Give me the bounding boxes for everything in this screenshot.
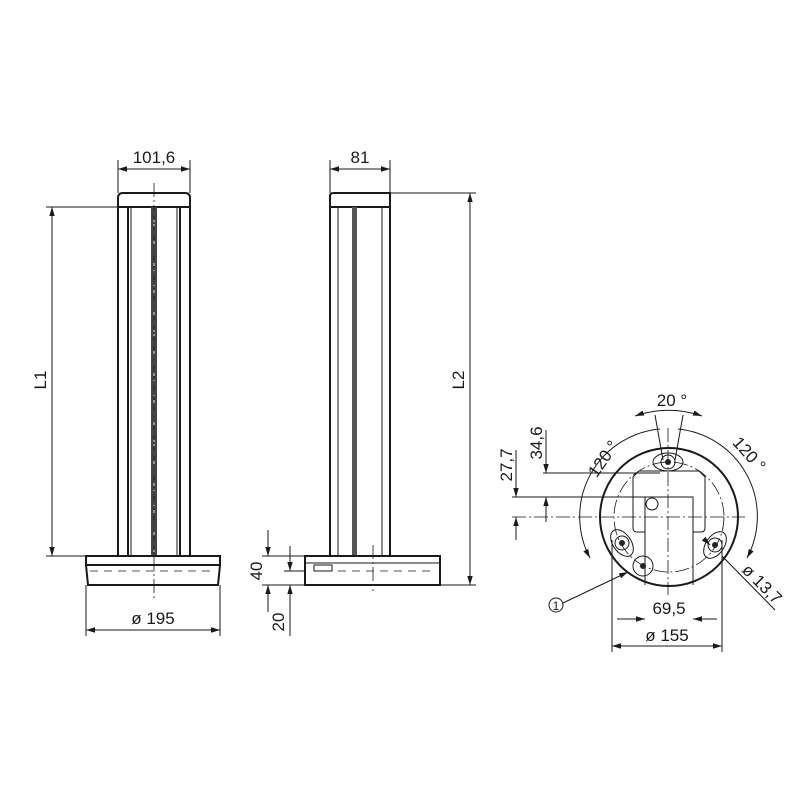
front-view: 101,6 L1 ø 195: [31, 148, 221, 636]
slot-width-label: 69,5: [652, 599, 685, 618]
bottom-view: 20 ° 120 ° 120 ° 34,6 27,7 69,5 ø 155 ø …: [497, 391, 786, 652]
callout-marker: [548, 597, 564, 613]
angle-top-label: 20 °: [657, 391, 687, 410]
side-view: 81 L2 40 20: [247, 148, 476, 636]
offset-27-7-label: 27,7: [497, 448, 516, 481]
side-length-label: L2: [449, 371, 468, 390]
base-diameter-label: ø 195: [131, 609, 174, 628]
side-width-label: 81: [351, 148, 370, 167]
hole-diameter-label: ø 13,7: [738, 560, 786, 608]
angle-left-label: 120 °: [584, 437, 622, 481]
hole-circle-label: ø 155: [645, 626, 688, 645]
callout-label: 1: [553, 599, 560, 613]
base-plate-label: 20: [269, 613, 288, 632]
angle-right-label: 120 °: [729, 433, 770, 475]
screw-item-1: [632, 555, 654, 577]
mounting-hole-left: [610, 529, 634, 557]
offset-34-6-label: 34,6: [527, 426, 546, 459]
front-width-label: 101,6: [133, 148, 176, 167]
base-height-label: 40: [247, 562, 266, 581]
front-length-label: L1: [31, 371, 50, 390]
